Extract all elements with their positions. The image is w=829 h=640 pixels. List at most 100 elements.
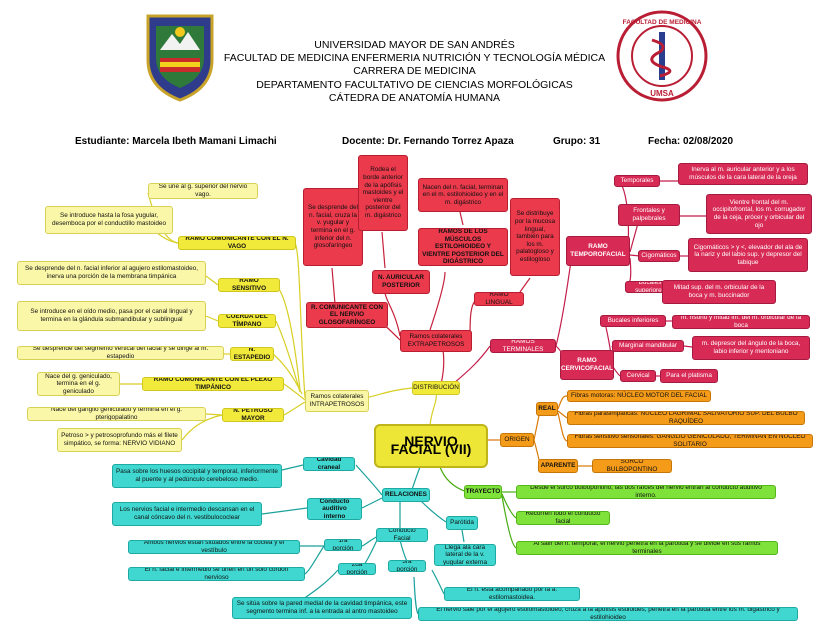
connector [413,576,419,615]
sensitivo-desc-node: Se desprende del n. facial inferior al a… [17,261,206,285]
connector [501,495,517,549]
header-line-4: DEPARTAMENTO FACULTATIVO DE CIENCIAS MOR… [256,79,573,91]
ramo-vago-node: RAMO COMUNICANTE CON EL N. VAGO [178,236,296,250]
frontales-desc-node: Vientre frontal del m. occipitofrontal, … [706,194,812,234]
ramo-sensitivo-node: RAMO SENSITIVO [218,278,280,292]
fibras-motoras-node: Fibras motoras: NÚCLEO MOTOR DEL FACIAL [567,390,711,402]
segunda-porcion-node: 2da porción [338,563,376,575]
primera-b-node: El n. facial e intermedio se unen en un … [128,567,305,581]
n-petroso-node: N. PETROSO MAYOR [222,408,284,422]
connector [381,231,386,269]
connector [283,401,306,416]
connector [431,569,445,595]
connector [557,410,568,419]
petroso-desc-node: Nace del ganglio geniculado y termina en… [27,407,206,421]
estapedio-desc-node: Se desprende del segmento vertical del f… [17,346,224,360]
fibras-parasimpaticas-node: Fibras parasimpáticas: NÚCLEO LAGRIMAL S… [567,411,805,425]
trayecto-1-node: Desde el surco bulbopontino, las dos raí… [516,485,776,499]
aparente-node: APARENTE [538,459,578,473]
connector [683,345,693,348]
connector [355,464,383,496]
cuerda-desc-node: Se introduce en el oído medio, pasa por … [17,301,206,331]
lingual-desc-node: Se distribuye por la mucosa lingual, tam… [510,198,560,276]
connector [281,464,304,471]
trayecto-3-node: Al salir del h. temporal, el nervio pene… [516,541,778,555]
tercera-b-node: El nervio sale por el agujero estilomast… [418,607,798,621]
trayecto-2-node: Recorren todo el conducto facial [516,511,610,525]
plexo-desc-node: Nace del g. geniculado, termina en el g.… [37,372,120,396]
header-line-3: CARRERA DE MEDICINA [353,65,476,77]
teacher-name: Docente: Dr. Fernando Torrez Apaza [342,136,514,147]
ramo-temporofacial-node: RAMO TEMPOROFACIAL [566,236,630,266]
connector [272,353,303,395]
connector [283,383,306,401]
cuerda-timpano-node: CUERDA DEL TÍMPANO [218,314,276,328]
connector [181,414,223,441]
connector [205,413,223,416]
marginal-desc-node: m. depresor del ángulo de la boca, labio… [692,336,810,360]
glosofaringeo-desc-node: Se desprende del n. facial, cruza la v. … [303,188,363,266]
ramo-plexo-node: RAMO COMUNICANTE CON EL PLEXO TIMPÁNICO [142,377,284,391]
ramo-cervicofacial-node: RAMO CERVICOFACIAL [560,350,614,380]
trayecto-node: TRAYECTO [464,485,502,499]
r-glosofaringeo-node: R. COMUNICANTE CON EL NERVIO GLOSOFARÍNG… [306,302,388,328]
group-number: Grupo: 31 [553,136,601,147]
logo-faculty-text: FACULTAD DE MEDICINA [623,19,702,26]
connector [557,395,568,410]
central-node: NERVIO FACIAL (VII) [374,424,488,468]
connector [557,412,568,442]
distribucion-node: DISTRIBUCIÓN [412,381,460,395]
connector [461,529,465,543]
connector [364,387,413,399]
vidiano-desc-node: Petroso > y petrosoprofundo más el filet… [57,428,182,452]
cavidad-desc-node: Pasa sobre los huesos occipital y tempor… [112,464,282,488]
connector [275,284,301,391]
frontales-node: Frontales y palpebrales [618,204,680,226]
primera-a-node: Ambos nervios están situados entre la có… [128,540,300,554]
conducto-facial-node: Conducto Facial [376,528,428,542]
logo-umsa-text: UMSA [650,89,674,98]
tercera-porcion-node: 3ra porción [388,560,426,572]
tercera-a-node: El n. está acompañado por la a. estiloma… [444,587,580,601]
relaciones-node: RELACIONES [382,488,430,502]
cervical-node: Cervical [620,370,656,382]
connector [361,497,383,509]
ramos-extrapetrosos-node: Ramos colaterales EXTRAPETROSOS [400,330,472,352]
n-estapedio-node: N. ESTAPEDIO [230,347,274,361]
bucales-inf-desc-node: m. risorio y mitad inf. del m. orbicular… [672,315,810,329]
cigomaticos-node: Cigomáticos [638,250,680,262]
vago-fosa-node: Se introduce hasta la fosa yugular, dese… [45,206,173,234]
parotida-node: Parótida [446,516,478,530]
connector [429,271,446,331]
header-line-2: FACULTAD DE MEDICINA ENFERMERIA NUTRICIÓ… [223,52,606,64]
connector [205,275,219,286]
cigomaticos-desc-node: Cigomáticos > y <, elevador del ala de l… [688,238,808,272]
connector [459,211,464,226]
connector [331,267,336,305]
temporales-desc-node: Inerva al m. auricular anterior y a los … [678,163,808,185]
real-node: REAL [536,402,558,416]
connector [294,242,306,399]
bucales-sup-desc-node: Mitad sup. del m. orbicular de la boca y… [662,280,776,304]
student-name: Estudiante: Marcela Ibeth Mamani Limachi [75,136,277,147]
origen-node: ORIGEN [500,433,534,447]
connector [501,493,517,519]
vago-desc-node: Se une al g. superior del nervio vago. [148,183,258,199]
connector [275,320,301,393]
connector [519,277,531,293]
conducto-auditivo-node: Conducto auditivo interno [307,498,362,520]
connector [261,507,308,515]
connector [205,315,219,322]
primera-porcion-node: 1ra porción [324,539,362,551]
university-logo [146,14,214,102]
auricular-desc-node: Rodea el borde anterior de la apófisis m… [358,155,408,231]
conducto-auditivo-desc-node: Los nervios facial e intermedio descansa… [112,502,262,526]
connector [439,466,468,493]
connector [304,545,325,575]
estilohioideo-node: RAMOS DE LOS MÚSCULOS ESTILOHIOIDEO Y VI… [418,228,508,266]
segunda-desc-node: Se sitúa sobre la pared medial de la cav… [232,597,412,619]
cervical-desc-node: Para el platisma [660,369,718,383]
marginal-node: Marginal mandibular [612,340,684,352]
ramos-intrapetrosos-node: Ramos colaterales INTRAPETROSOS [305,390,369,412]
